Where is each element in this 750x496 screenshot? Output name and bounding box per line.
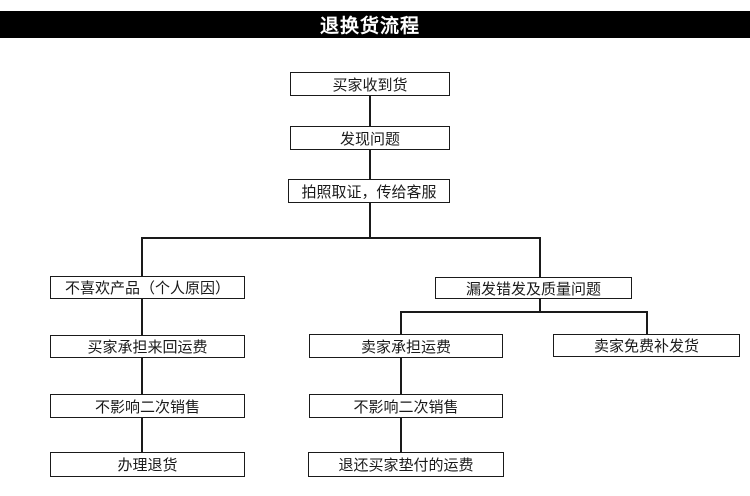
node-dislike-personal: 不喜欢产品（个人原因） xyxy=(50,276,245,299)
connector-v-resale-return xyxy=(141,418,143,452)
connector-v-split2-sellerfee xyxy=(400,311,402,334)
node-resale-unaffected-mid: 不影响二次销售 xyxy=(309,394,503,418)
connector-v-receive-problem xyxy=(369,95,371,126)
node-process-return: 办理退货 xyxy=(50,452,245,477)
connector-v-sellerfee-resale xyxy=(400,358,402,394)
connector-v-dislike-buyerfee xyxy=(141,299,143,335)
node-refund-advanced-fee: 退还买家垫付的运费 xyxy=(308,452,504,477)
header-bar: 退换货流程 xyxy=(0,11,750,38)
node-buyer-receives-goods: 买家收到货 xyxy=(290,72,450,96)
connector-h-main-split xyxy=(141,237,541,239)
connector-v-photo-split xyxy=(369,202,371,239)
connector-v-split2-reship xyxy=(646,311,648,334)
node-photo-evidence: 拍照取证，传给客服 xyxy=(288,179,450,203)
node-problem-found: 发现问题 xyxy=(290,126,450,150)
connector-v-split-wrong xyxy=(539,237,541,277)
connector-v-split-dislike xyxy=(141,237,143,276)
connector-v-wrong-split2 xyxy=(539,299,541,313)
connector-v-problem-photo xyxy=(369,149,371,179)
page-title: 退换货流程 xyxy=(319,16,420,37)
node-resale-unaffected-left: 不影响二次销售 xyxy=(50,394,245,418)
connector-h-sub-split xyxy=(400,311,648,313)
node-buyer-pays-shipping: 买家承担来回运费 xyxy=(50,335,245,358)
node-seller-free-reship: 卖家免费补发货 xyxy=(553,334,740,357)
connector-v-buyerfee-resale xyxy=(141,358,143,394)
node-wrong-or-quality: 漏发错发及质量问题 xyxy=(435,277,632,299)
connector-v-resale-refund xyxy=(400,418,402,452)
node-seller-pays-shipping: 卖家承担运费 xyxy=(309,334,503,358)
